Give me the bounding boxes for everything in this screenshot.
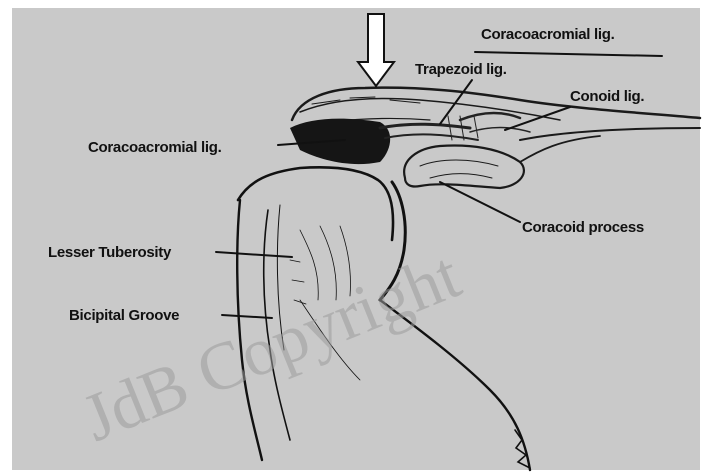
leader-coracoacromial-top bbox=[475, 52, 662, 56]
leader-lesser-tuberosity bbox=[216, 252, 292, 257]
label-coracoid-process: Coracoid process bbox=[522, 219, 644, 236]
label-trapezoid: Trapezoid lig. bbox=[415, 61, 507, 78]
copyright-watermark: JdB Copyright bbox=[72, 236, 470, 456]
down-arrow-icon bbox=[358, 14, 394, 86]
label-bicipital-groove: Bicipital Groove bbox=[69, 307, 179, 324]
label-conoid: Conoid lig. bbox=[570, 88, 644, 105]
label-lesser-tuberosity: Lesser Tuberosity bbox=[48, 244, 172, 261]
ligament-bands bbox=[380, 113, 530, 140]
label-coracoacromial-top: Coracoacromial lig. bbox=[481, 26, 615, 43]
label-coracoacromial-left: Coracoacromial lig. bbox=[88, 139, 222, 156]
leader-conoid bbox=[505, 107, 570, 130]
coracoid-process-drawing bbox=[404, 136, 600, 188]
leader-coracoid-process bbox=[440, 182, 520, 222]
